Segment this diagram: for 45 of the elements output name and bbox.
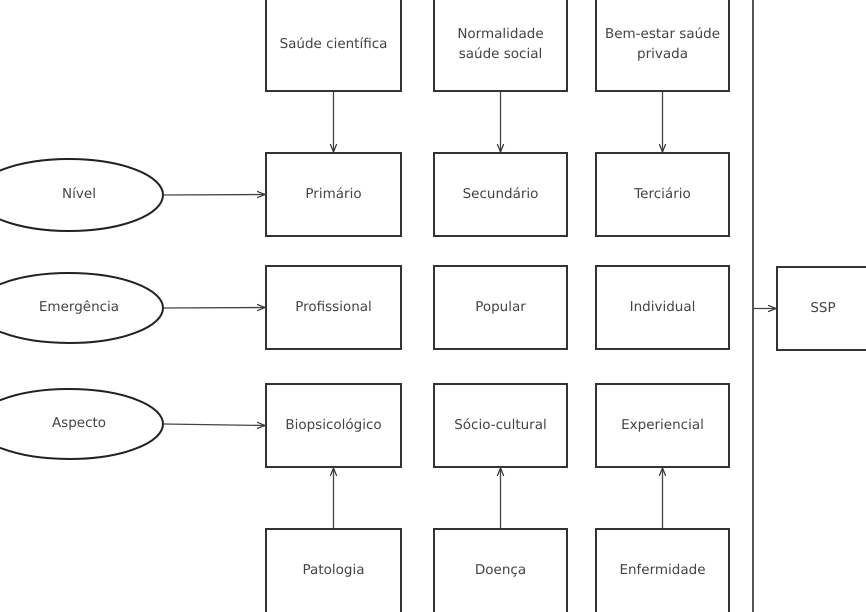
process-box — [265, 152, 402, 237]
box-label: Aspecto — [50, 414, 108, 434]
box-label: Doença — [474, 561, 528, 580]
process-box — [265, 0, 402, 92]
arrow — [496, 92, 504, 153]
box-label: Popular — [474, 298, 527, 317]
process-box — [433, 152, 568, 237]
process-box — [433, 0, 568, 92]
box-label: Terciário — [633, 184, 692, 204]
box-label: Emergência — [38, 298, 120, 318]
box-label: Nível — [61, 185, 97, 204]
arrow — [164, 422, 266, 430]
arrow — [496, 467, 504, 528]
box-label: Bem-estar saúde privada — [604, 25, 722, 64]
box-label: Profissional — [294, 298, 373, 317]
box-label: Experiencial — [620, 416, 705, 435]
box-label: Normalidade saúde social — [456, 25, 545, 64]
process-box — [595, 528, 730, 612]
box-label: Secundário — [462, 184, 540, 204]
process-box — [433, 265, 568, 350]
arrow — [330, 467, 338, 528]
arrow — [330, 92, 338, 153]
process-box — [595, 383, 730, 468]
arrow — [164, 190, 266, 198]
process-box — [265, 265, 402, 350]
arrow — [753, 304, 777, 312]
box-label: Patologia — [302, 561, 366, 580]
process-box — [595, 0, 730, 92]
process-box — [433, 383, 568, 468]
box-label: SSP — [809, 298, 837, 318]
box-label: Saúde científica — [278, 35, 388, 54]
box-label: Biopsicológico — [284, 416, 383, 435]
box-label: Enfermidade — [618, 561, 707, 580]
arrow — [658, 467, 666, 528]
process-box — [433, 528, 568, 612]
process-box — [595, 152, 730, 237]
box-label: Individual — [628, 298, 696, 317]
box-label: Sócio-cultural — [453, 416, 548, 435]
process-box — [265, 528, 402, 612]
process-box — [595, 265, 730, 350]
process-box — [776, 266, 866, 351]
arrow — [164, 304, 266, 312]
box-label: Primário — [304, 184, 363, 204]
process-box — [265, 383, 402, 468]
arrow — [658, 92, 666, 153]
